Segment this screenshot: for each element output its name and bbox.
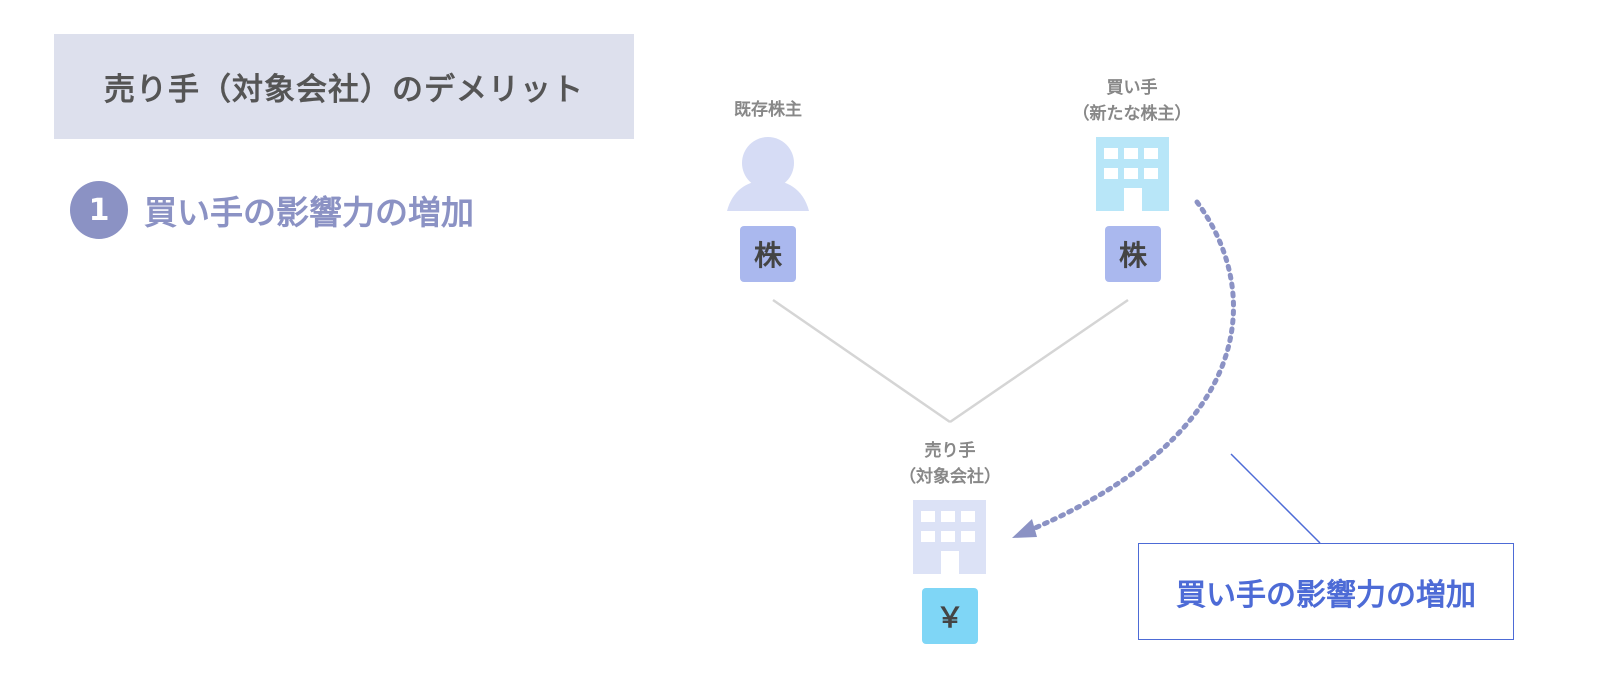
connector-existing-to-seller: [772, 298, 951, 424]
share-badge-buyer: 株: [1105, 226, 1161, 282]
point-heading-text: 買い手の影響力の増加: [144, 193, 474, 232]
influence-arrow: [1012, 199, 1236, 538]
seller-label-line2: （対象会社）: [899, 467, 1001, 487]
seller-label: 売り手 （対象会社）: [870, 438, 1030, 490]
callout-text: 買い手の影響力の増加: [1176, 577, 1476, 613]
callout-pointer-line: [1230, 453, 1321, 544]
buyer-label-line2: （新たな株主）: [1072, 104, 1192, 124]
building-icon: [913, 500, 986, 574]
yen-badge-seller: ￥: [922, 588, 978, 644]
existing-shareholder-label: 既存株主: [734, 100, 802, 120]
buyer-label-line1: 買い手: [1106, 78, 1158, 98]
point-number-badge: 1: [70, 181, 128, 239]
share-badge-existing: 株: [740, 226, 796, 282]
connector-buyer-to-seller: [949, 298, 1129, 424]
title-box: 売り手（対象会社）のデメリット: [54, 34, 634, 139]
person-icon: [727, 137, 809, 211]
seller-label-line1: 売り手: [924, 441, 976, 461]
page-title: 売り手（対象会社）のデメリット: [104, 72, 584, 108]
building-icon: [1096, 137, 1169, 211]
callout-box: 買い手の影響力の増加: [1138, 543, 1514, 640]
buyer-label: 買い手 （新たな株主）: [1052, 75, 1212, 127]
point-heading: 1 買い手の影響力の増加: [70, 181, 474, 239]
